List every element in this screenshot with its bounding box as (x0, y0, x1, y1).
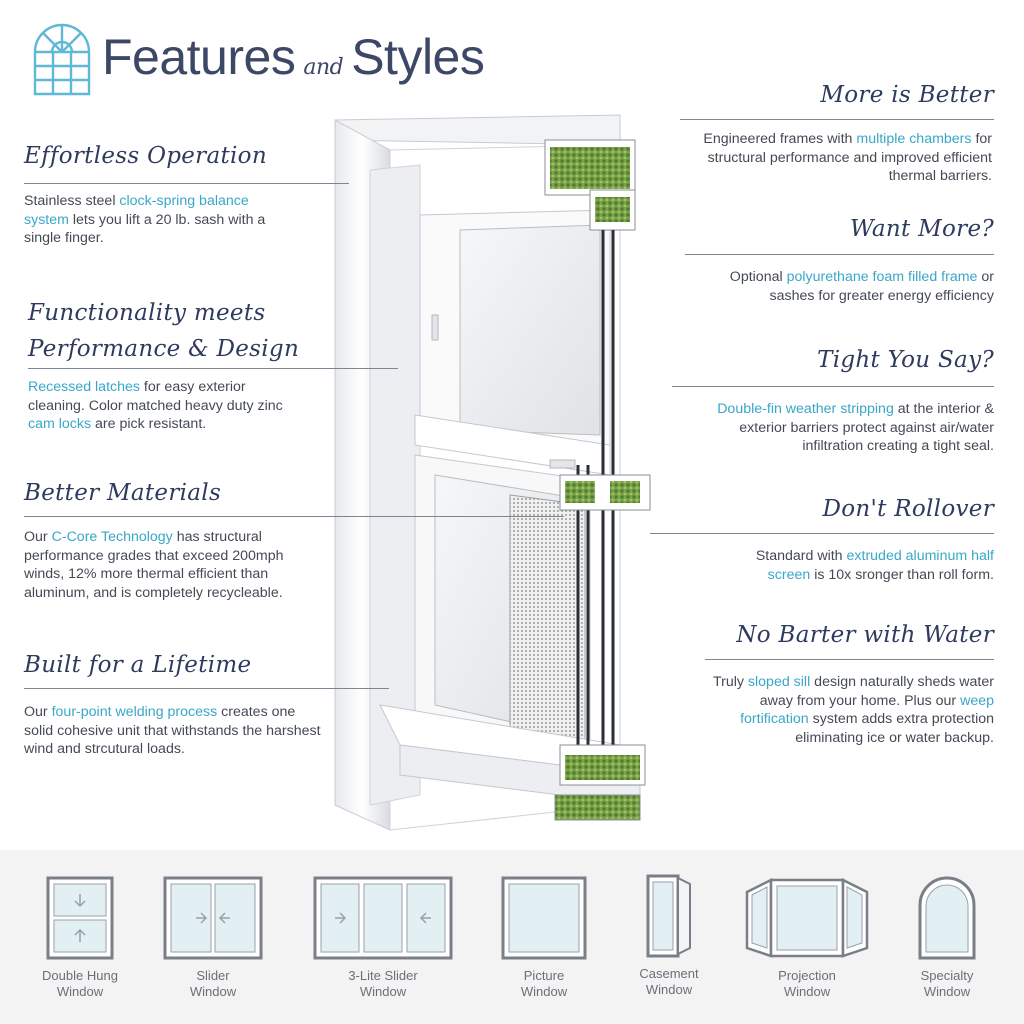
feature-heading-better-materials: Better Materials (24, 480, 222, 506)
style-double-hung: Double Hung Window (30, 876, 130, 1000)
three-lite-slider-window-icon (313, 876, 453, 960)
leader-line (685, 254, 994, 255)
style-name: 3-Lite Slider (348, 968, 418, 983)
style-name: Picture (523, 968, 565, 983)
style-name: Double Hung (42, 968, 118, 983)
style-specialty: Specialty Window (902, 876, 992, 1000)
leader-line (28, 368, 398, 369)
style-sub: Window (645, 982, 693, 997)
feature-text-tight-you-say: Double-fin weather stripping at the inte… (717, 401, 994, 454)
leader-line (24, 516, 564, 517)
style-sub: Window (783, 984, 831, 999)
arched-window-logo-icon (33, 23, 91, 96)
feature-heading-effortless-operation: Effortless Operation (24, 143, 267, 169)
picture-window-icon (501, 876, 587, 960)
style-three-lite-slider: 3-Lite Slider Window (310, 876, 456, 1000)
feature-heading-tight-you-say: Tight You Say? (817, 347, 994, 373)
specialty-window-icon (918, 876, 976, 960)
feature-text-effortless-operation: Stainless steel clock-spring balance sys… (24, 193, 266, 246)
leader-line (650, 533, 994, 534)
slider-window-icon (163, 876, 263, 960)
leader-line (705, 659, 994, 660)
style-projection: Projection Window (744, 876, 870, 1000)
style-name: Casement (639, 966, 699, 981)
style-name: Slider (196, 968, 230, 983)
window-cutaway-illustration (334, 114, 651, 831)
style-casement: Casement Window (626, 874, 712, 998)
feature-text-want-more: Optional polyurethane foam filled frame … (729, 269, 994, 304)
style-sub: Window (923, 984, 971, 999)
feature-heading-dont-rollover: Don't Rollover (822, 496, 994, 522)
double-hung-window-icon (46, 876, 114, 960)
style-sub: Window (359, 984, 407, 999)
feature-text-built-for-a-lifetime: Our four-point welding process creates o… (24, 704, 321, 757)
feature-text-more-is-better: Engineered frames with multiple chambers… (703, 131, 992, 184)
projection-window-icon (745, 877, 869, 958)
style-sub: Window (520, 984, 568, 999)
feature-heading-no-barter-with-water: No Barter with Water (736, 622, 994, 648)
feature-text-better-materials: Our C-Core Technology has structural per… (24, 529, 284, 601)
leader-line (680, 119, 994, 120)
style-picture: Picture Window (494, 876, 594, 1000)
style-name: Specialty (920, 968, 974, 983)
leader-line (24, 183, 349, 184)
feature-heading-built-for-a-lifetime: Built for a Lifetime (24, 652, 252, 678)
feature-text-no-barter-with-water: Truly sloped sill design naturally sheds… (712, 674, 994, 746)
leader-line (672, 386, 994, 387)
feature-text-dont-rollover: Standard with extruded aluminum half scr… (755, 548, 994, 583)
leader-line (24, 688, 389, 689)
style-name: Projection (778, 968, 836, 983)
feature-heading-more-is-better: More is Better (820, 82, 994, 108)
style-sub: Window (56, 984, 104, 999)
style-slider: Slider Window (160, 876, 266, 1000)
style-sub: Window (189, 984, 237, 999)
feature-heading-want-more: Want More? (849, 216, 994, 242)
casement-window-icon (646, 874, 691, 958)
feature-text-functionality: Recessed latches for easy exterior clean… (28, 379, 283, 432)
